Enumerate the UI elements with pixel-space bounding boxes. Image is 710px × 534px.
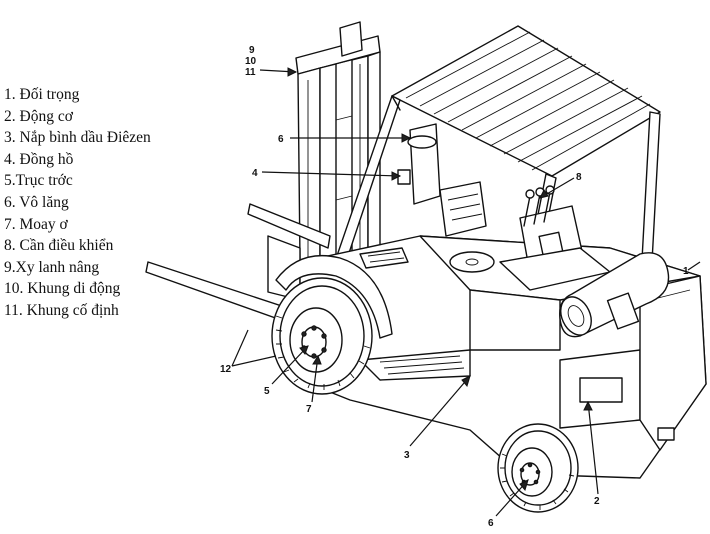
callout-6-bottom: 6 <box>488 518 494 529</box>
callout-labels: 9 10 11 6 4 8 1 12 5 7 3 2 6 <box>220 45 689 529</box>
front-wheel <box>271 277 373 395</box>
callout-8: 8 <box>576 172 582 183</box>
legend-item-fixed-frame: 11. Khung cố định <box>4 301 119 319</box>
legend-item-control-lever: 8. Cần điều khiển <box>4 237 114 255</box>
legend-item-moving-frame: 10. Khung di động <box>4 280 121 298</box>
callout-5: 5 <box>264 386 270 397</box>
legend-item-front-axle: 5.Trục trớc <box>4 172 73 190</box>
callout-7: 7 <box>306 404 312 415</box>
callout-10: 10 <box>245 56 257 67</box>
callout-12: 12 <box>220 364 232 375</box>
legend-item-engine: 2. Động cơ <box>4 107 73 125</box>
legend-item-hub: 7. Moay ơ <box>4 215 68 233</box>
callout-11: 11 <box>245 67 256 78</box>
callout-4: 4 <box>252 168 258 179</box>
parts-legend: 1. Đối trọng 2. Động cơ 3. Nắp bình dầu … <box>4 84 151 322</box>
legend-item-lift-cylinder: 9.Xy lanh nâng <box>4 258 100 276</box>
seat-dash <box>359 123 611 291</box>
mast <box>295 21 381 263</box>
legend-item-diesel-cap: 3. Nắp bình dầu Điêzen <box>4 129 151 147</box>
callout-2: 2 <box>594 496 600 507</box>
callout-6-top: 6 <box>278 134 284 145</box>
legend-item-steering-wheel: 6. Vô lăng <box>4 193 69 211</box>
callout-9: 9 <box>249 45 255 56</box>
legend-item-gauge: 4. Đồng hồ <box>4 150 74 168</box>
callout-1: 1 <box>683 266 689 277</box>
legend-item-counterweight: 1. Đối trọng <box>4 86 80 103</box>
leader-lines <box>231 67 701 517</box>
rear-wheel <box>497 423 579 513</box>
gas-tank <box>559 252 670 338</box>
callout-3: 3 <box>404 450 410 461</box>
